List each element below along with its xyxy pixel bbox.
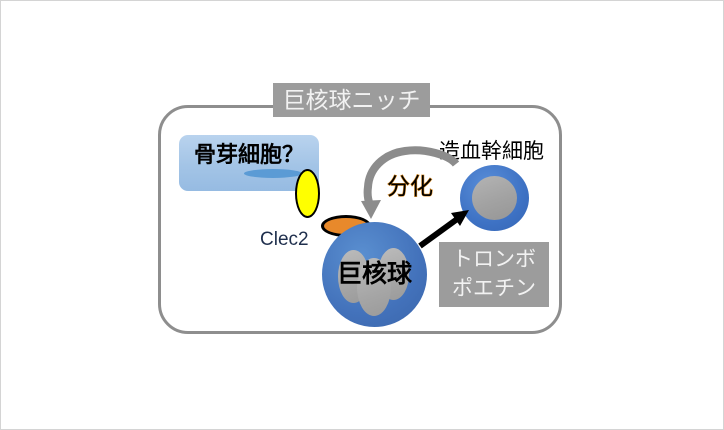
podoplanin-ligand-oval-icon	[295, 169, 320, 218]
thrombopoietin-box: トロンボ ポエチン	[439, 242, 549, 307]
megakaryocyte-nucleus-lobe	[357, 258, 391, 316]
osteoblast-label: 骨芽細胞？	[193, 142, 304, 167]
megakaryocyte-cell: 巨核球	[322, 222, 427, 327]
thrombopoietin-label-line2: ポエチン	[452, 277, 536, 300]
thrombopoietin-label-line1: トロンボ	[452, 248, 536, 271]
osteoblast-cell-box: 骨芽細胞？	[179, 135, 319, 191]
hematopoietic-stem-cell	[460, 165, 529, 231]
clec2-label: Clec2	[260, 229, 309, 250]
niche-title-label: 巨核球ニッチ	[273, 83, 430, 117]
osteoblast-nucleus-shape	[244, 169, 302, 178]
differentiation-label: 分化	[386, 172, 433, 199]
hematopoietic-stem-cell-label: 造血幹細胞	[439, 140, 544, 163]
megakaryocyte-label: 巨核球	[336, 260, 412, 288]
hsc-nucleus-shape	[472, 176, 517, 220]
